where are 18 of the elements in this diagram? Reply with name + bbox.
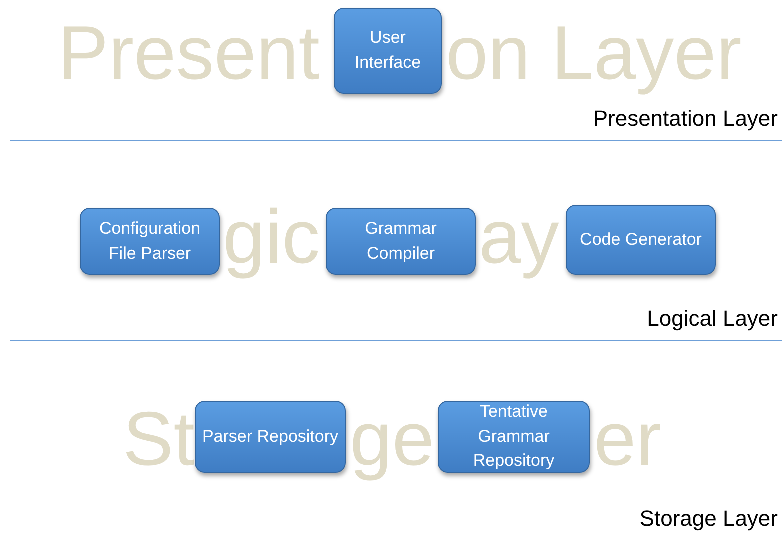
component-name: Tentative Grammar Repository	[472, 401, 556, 472]
component-name: Grammar Compiler	[364, 218, 438, 264]
layer-label: Presentation Layer	[593, 106, 778, 131]
component-box	[195, 401, 346, 473]
component-box	[438, 401, 590, 473]
component-name: Configuration File Parser	[98, 218, 202, 264]
component-name: Code Generator	[580, 228, 702, 251]
background-heading: Present	[58, 16, 320, 92]
component-name: User Interface	[354, 27, 422, 74]
component-box	[566, 205, 716, 275]
background-heading: St	[123, 402, 195, 478]
component-name: Parser Repository	[202, 426, 339, 448]
component-box	[326, 208, 476, 275]
layer-label: Logical Layer	[647, 306, 778, 331]
component-box	[334, 8, 442, 94]
background-heading: er	[594, 402, 662, 478]
layer-label: Storage Layer	[640, 506, 778, 531]
component-box	[80, 208, 220, 275]
